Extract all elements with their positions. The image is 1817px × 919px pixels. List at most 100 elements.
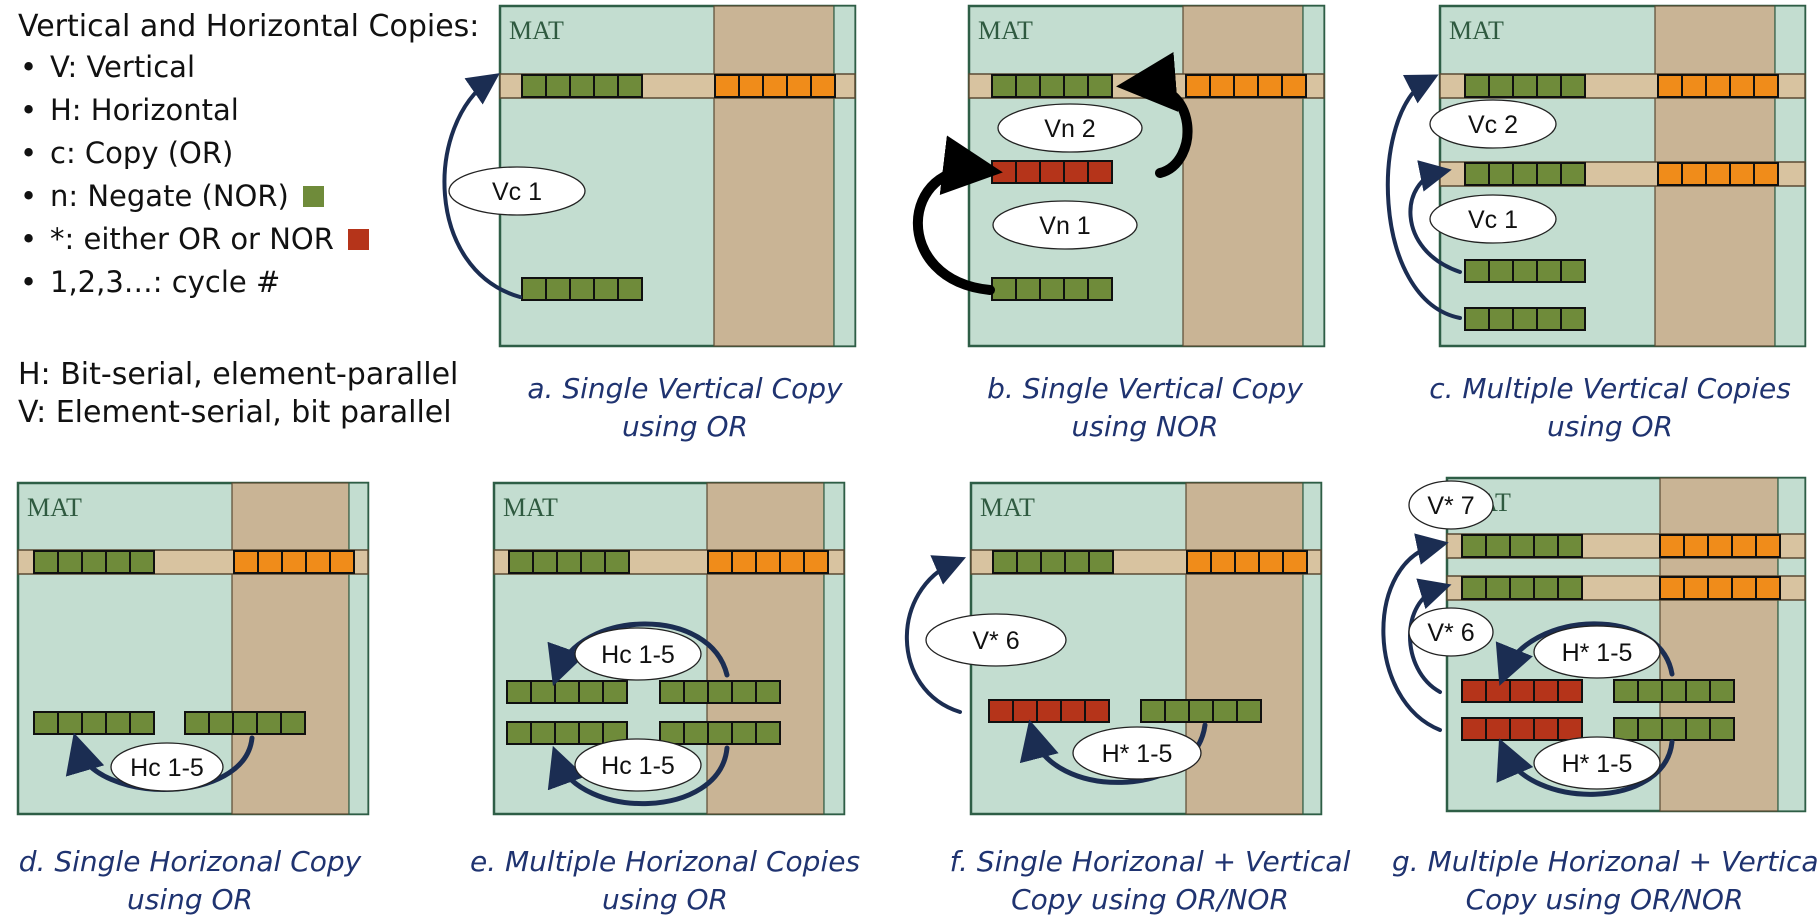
bit-cell: [1661, 717, 1687, 741]
bit-cell: [233, 550, 259, 574]
bit-cell: [1209, 74, 1235, 98]
bit-cell: [280, 711, 306, 735]
bit-cell: [1164, 699, 1190, 723]
bit-cell: [1464, 307, 1490, 331]
mat-edge-strip: [823, 482, 845, 815]
bit-cell: [1210, 550, 1236, 574]
legend-item-vertical: V: Vertical: [18, 46, 478, 89]
label-text: Vc 2: [1468, 111, 1518, 139]
bit-cell: [593, 74, 619, 98]
bit-cell: [1533, 679, 1559, 703]
bit-cell: [1461, 534, 1487, 558]
bit-cell: [33, 711, 59, 735]
bit-cell: [554, 721, 580, 745]
mat-label: MAT: [27, 493, 82, 522]
mat-label: MAT: [1449, 16, 1504, 45]
bit-cell: [305, 550, 331, 574]
bit-cell: [1613, 717, 1639, 741]
mat-edge-strip: [1777, 477, 1806, 812]
mat-column: [713, 5, 835, 347]
bit-cell: [1731, 534, 1757, 558]
destination-bits: [184, 711, 306, 735]
bit-cell: [1753, 162, 1779, 186]
bit-cell: [1729, 162, 1755, 186]
label-v-star-6: V* 6: [1408, 607, 1494, 657]
destination-row-6-bits: [1461, 576, 1583, 600]
bit-cell: [1755, 534, 1781, 558]
bit-cell: [1039, 74, 1065, 98]
bit-cell: [105, 711, 131, 735]
bit-cell: [1637, 717, 1663, 741]
bit-cell: [1461, 576, 1487, 600]
column-row-bits: [1186, 550, 1308, 574]
bit-cell: [532, 550, 558, 574]
label-bubble: [574, 738, 702, 792]
bit-cell: [1281, 74, 1307, 98]
bit-cell: [1485, 679, 1511, 703]
vertical-source-bits: [988, 699, 1110, 723]
bit-cell: [506, 721, 532, 745]
bit-cell: [1533, 576, 1559, 600]
label-vn1: Vn 1: [992, 200, 1138, 250]
bit-cell: [1685, 717, 1711, 741]
mat-label: MAT: [509, 16, 564, 45]
label-vc1: Vc 1: [1429, 194, 1557, 244]
label-hc: Hc 1-5: [110, 742, 224, 792]
bit-cell: [1140, 699, 1166, 723]
horizontal-copy-arrow-lower: [547, 745, 730, 807]
bit-cell: [1560, 307, 1586, 331]
bit-cell: [779, 550, 805, 574]
destination-row-2-bits: [1464, 74, 1586, 98]
bit-cell: [1188, 699, 1214, 723]
bit-cell: [1063, 160, 1089, 184]
destination-bits-upper: [659, 680, 781, 704]
bit-cell: [569, 74, 595, 98]
bit-cell: [578, 721, 604, 745]
vertical-copy-arrow-7: [1381, 533, 1449, 732]
bit-cell: [57, 711, 83, 735]
bit-cell: [1705, 162, 1731, 186]
bit-cell: [683, 680, 709, 704]
bit-cell: [1088, 550, 1114, 574]
bit-cell: [991, 74, 1017, 98]
bit-cell: [738, 74, 764, 98]
bit-cell: [1236, 699, 1262, 723]
label-bubble: [1072, 726, 1202, 780]
bit-cell: [1681, 162, 1707, 186]
bit-cell: [617, 74, 643, 98]
bit-cell: [992, 550, 1018, 574]
label-text: V* 6: [972, 627, 1019, 655]
bit-cell: [1536, 307, 1562, 331]
bit-cell: [755, 680, 781, 704]
bit-cell: [1212, 699, 1238, 723]
destination-row-1-bits: [1464, 162, 1586, 186]
legend-item-cycle: 1,2,3…: cycle #: [18, 261, 478, 304]
bit-cell: [803, 550, 829, 574]
bit-cell: [281, 550, 307, 574]
bit-cell: [81, 550, 107, 574]
bit-cell: [659, 680, 685, 704]
label-text: V* 7: [1427, 492, 1474, 520]
source-bits-upper: [1461, 679, 1583, 703]
nor-arrow-2: [1116, 52, 1193, 178]
green-swatch-icon: [302, 186, 324, 207]
bit-cell: [1039, 160, 1065, 184]
horizontal-target-bits: [1140, 699, 1262, 723]
bit-cell: [1186, 550, 1212, 574]
bit-cell: [991, 277, 1017, 301]
label-hc-upper: Hc 1-5: [574, 627, 702, 681]
bit-cell: [129, 711, 155, 735]
bit-cell: [329, 550, 355, 574]
bit-cell: [1016, 550, 1042, 574]
bit-cell: [1557, 717, 1583, 741]
source-bits-lower: [506, 721, 628, 745]
bit-cell: [1509, 576, 1535, 600]
bit-cell: [1488, 74, 1514, 98]
bit-cell: [1753, 74, 1779, 98]
mat-edge-strip: [833, 5, 856, 347]
bit-cell: [1064, 550, 1090, 574]
